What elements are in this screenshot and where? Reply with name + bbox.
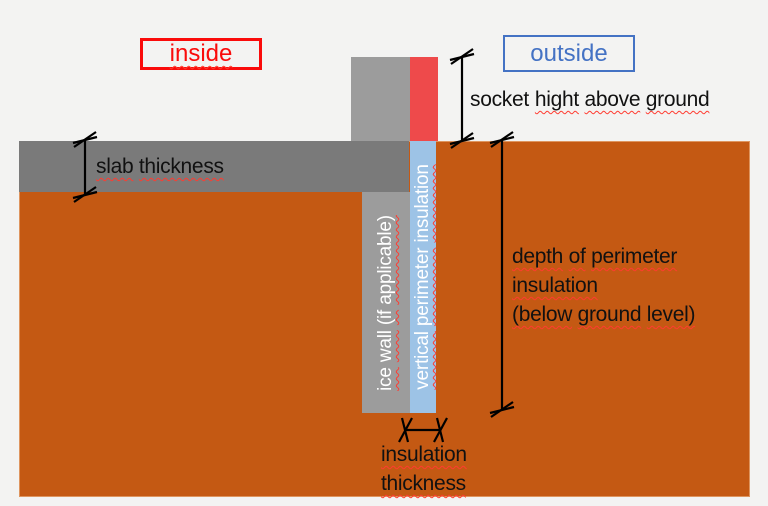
- vertical-insulation-label: vertical perimeter insulation: [412, 164, 434, 390]
- outside-label-box: outside: [503, 35, 635, 72]
- outside-label: outside: [530, 39, 608, 67]
- perimeter-depth-label: depth of perimeter insulation (below gro…: [512, 245, 696, 326]
- socket-region: [410, 57, 438, 141]
- ice-wall-region: ice wall (if applicable): [362, 192, 410, 413]
- slab-thickness-label: slab thickness: [96, 155, 224, 178]
- inside-label-box: inside: [140, 38, 262, 70]
- inside-label: inside: [169, 40, 233, 67]
- ice-wall-label: ice wall (if applicable): [375, 214, 397, 391]
- above-ground-wall-region: [351, 57, 410, 141]
- vertical-insulation-region: vertical perimeter insulation: [410, 141, 436, 413]
- insulation-thickness-label: insulation thickness: [381, 443, 467, 495]
